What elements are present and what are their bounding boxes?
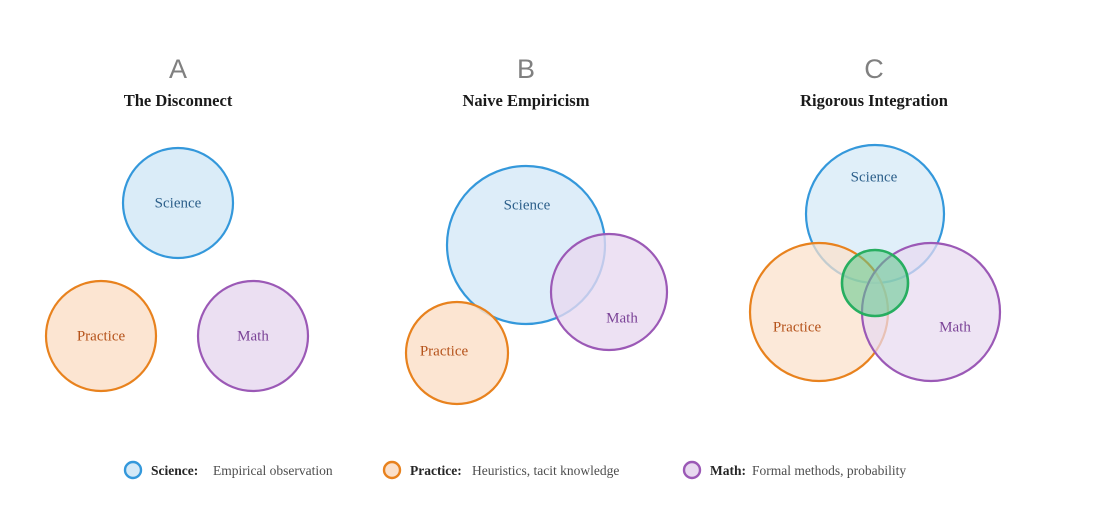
panel-a-venn: Science Practice Math xyxy=(44,146,310,393)
panel-c-math-label: Math xyxy=(939,319,971,335)
legend-practice-description: Heuristics, tacit knowledge xyxy=(472,463,619,478)
legend: Science: Empirical observation Practice:… xyxy=(123,460,906,480)
panel-a-title: The Disconnect xyxy=(124,91,233,110)
panel-c-title: Rigorous Integration xyxy=(800,91,948,110)
legend-math-marker-icon xyxy=(682,460,702,480)
legend-science-marker-icon xyxy=(123,460,143,480)
legend-item-science[interactable]: Science: Empirical observation xyxy=(123,460,333,480)
panel-b-science-label: Science xyxy=(504,197,551,213)
panel-a-science-circle[interactable] xyxy=(121,146,235,260)
panel-c: C Rigorous Integration Science Practice … xyxy=(748,54,1002,383)
panel-b: B Naive Empiricism Science Math Practice xyxy=(404,54,669,406)
panel-b-letter: B xyxy=(517,54,535,84)
legend-science-term: Science: xyxy=(151,463,198,478)
panel-b-practice-label: Practice xyxy=(420,343,469,359)
panel-a: A The Disconnect Science Practice Math xyxy=(44,54,310,393)
panel-c-triple-intersection-highlight[interactable] xyxy=(840,248,910,318)
panel-b-math-circle[interactable] xyxy=(549,232,669,352)
panel-c-science-label: Science xyxy=(851,169,898,185)
panel-a-science-label: Science xyxy=(155,195,202,211)
panel-b-practice-circle[interactable] xyxy=(404,300,510,406)
legend-science-description: Empirical observation xyxy=(213,463,333,478)
panel-a-math-label: Math xyxy=(237,328,269,344)
legend-practice-marker-icon xyxy=(382,460,402,480)
legend-practice-term: Practice: xyxy=(410,463,462,478)
panel-b-math-label: Math xyxy=(606,310,638,326)
legend-math-term: Math: xyxy=(710,463,746,478)
panel-b-title: Naive Empiricism xyxy=(463,91,590,110)
panel-c-letter: C xyxy=(864,54,884,84)
panel-c-practice-label: Practice xyxy=(773,319,822,335)
panel-a-practice-label: Practice xyxy=(77,328,126,344)
panel-a-letter: A xyxy=(169,54,187,84)
panel-b-venn: Science Math Practice xyxy=(404,164,669,406)
panel-a-math-circle[interactable] xyxy=(196,279,310,393)
legend-item-math[interactable]: Math: Formal methods, probability xyxy=(682,460,906,480)
panel-a-practice-circle[interactable] xyxy=(44,279,158,393)
panel-c-venn: Science Practice Math xyxy=(748,143,1002,383)
legend-math-description: Formal methods, probability xyxy=(752,463,906,478)
legend-item-practice[interactable]: Practice: Heuristics, tacit knowledge xyxy=(382,460,619,480)
